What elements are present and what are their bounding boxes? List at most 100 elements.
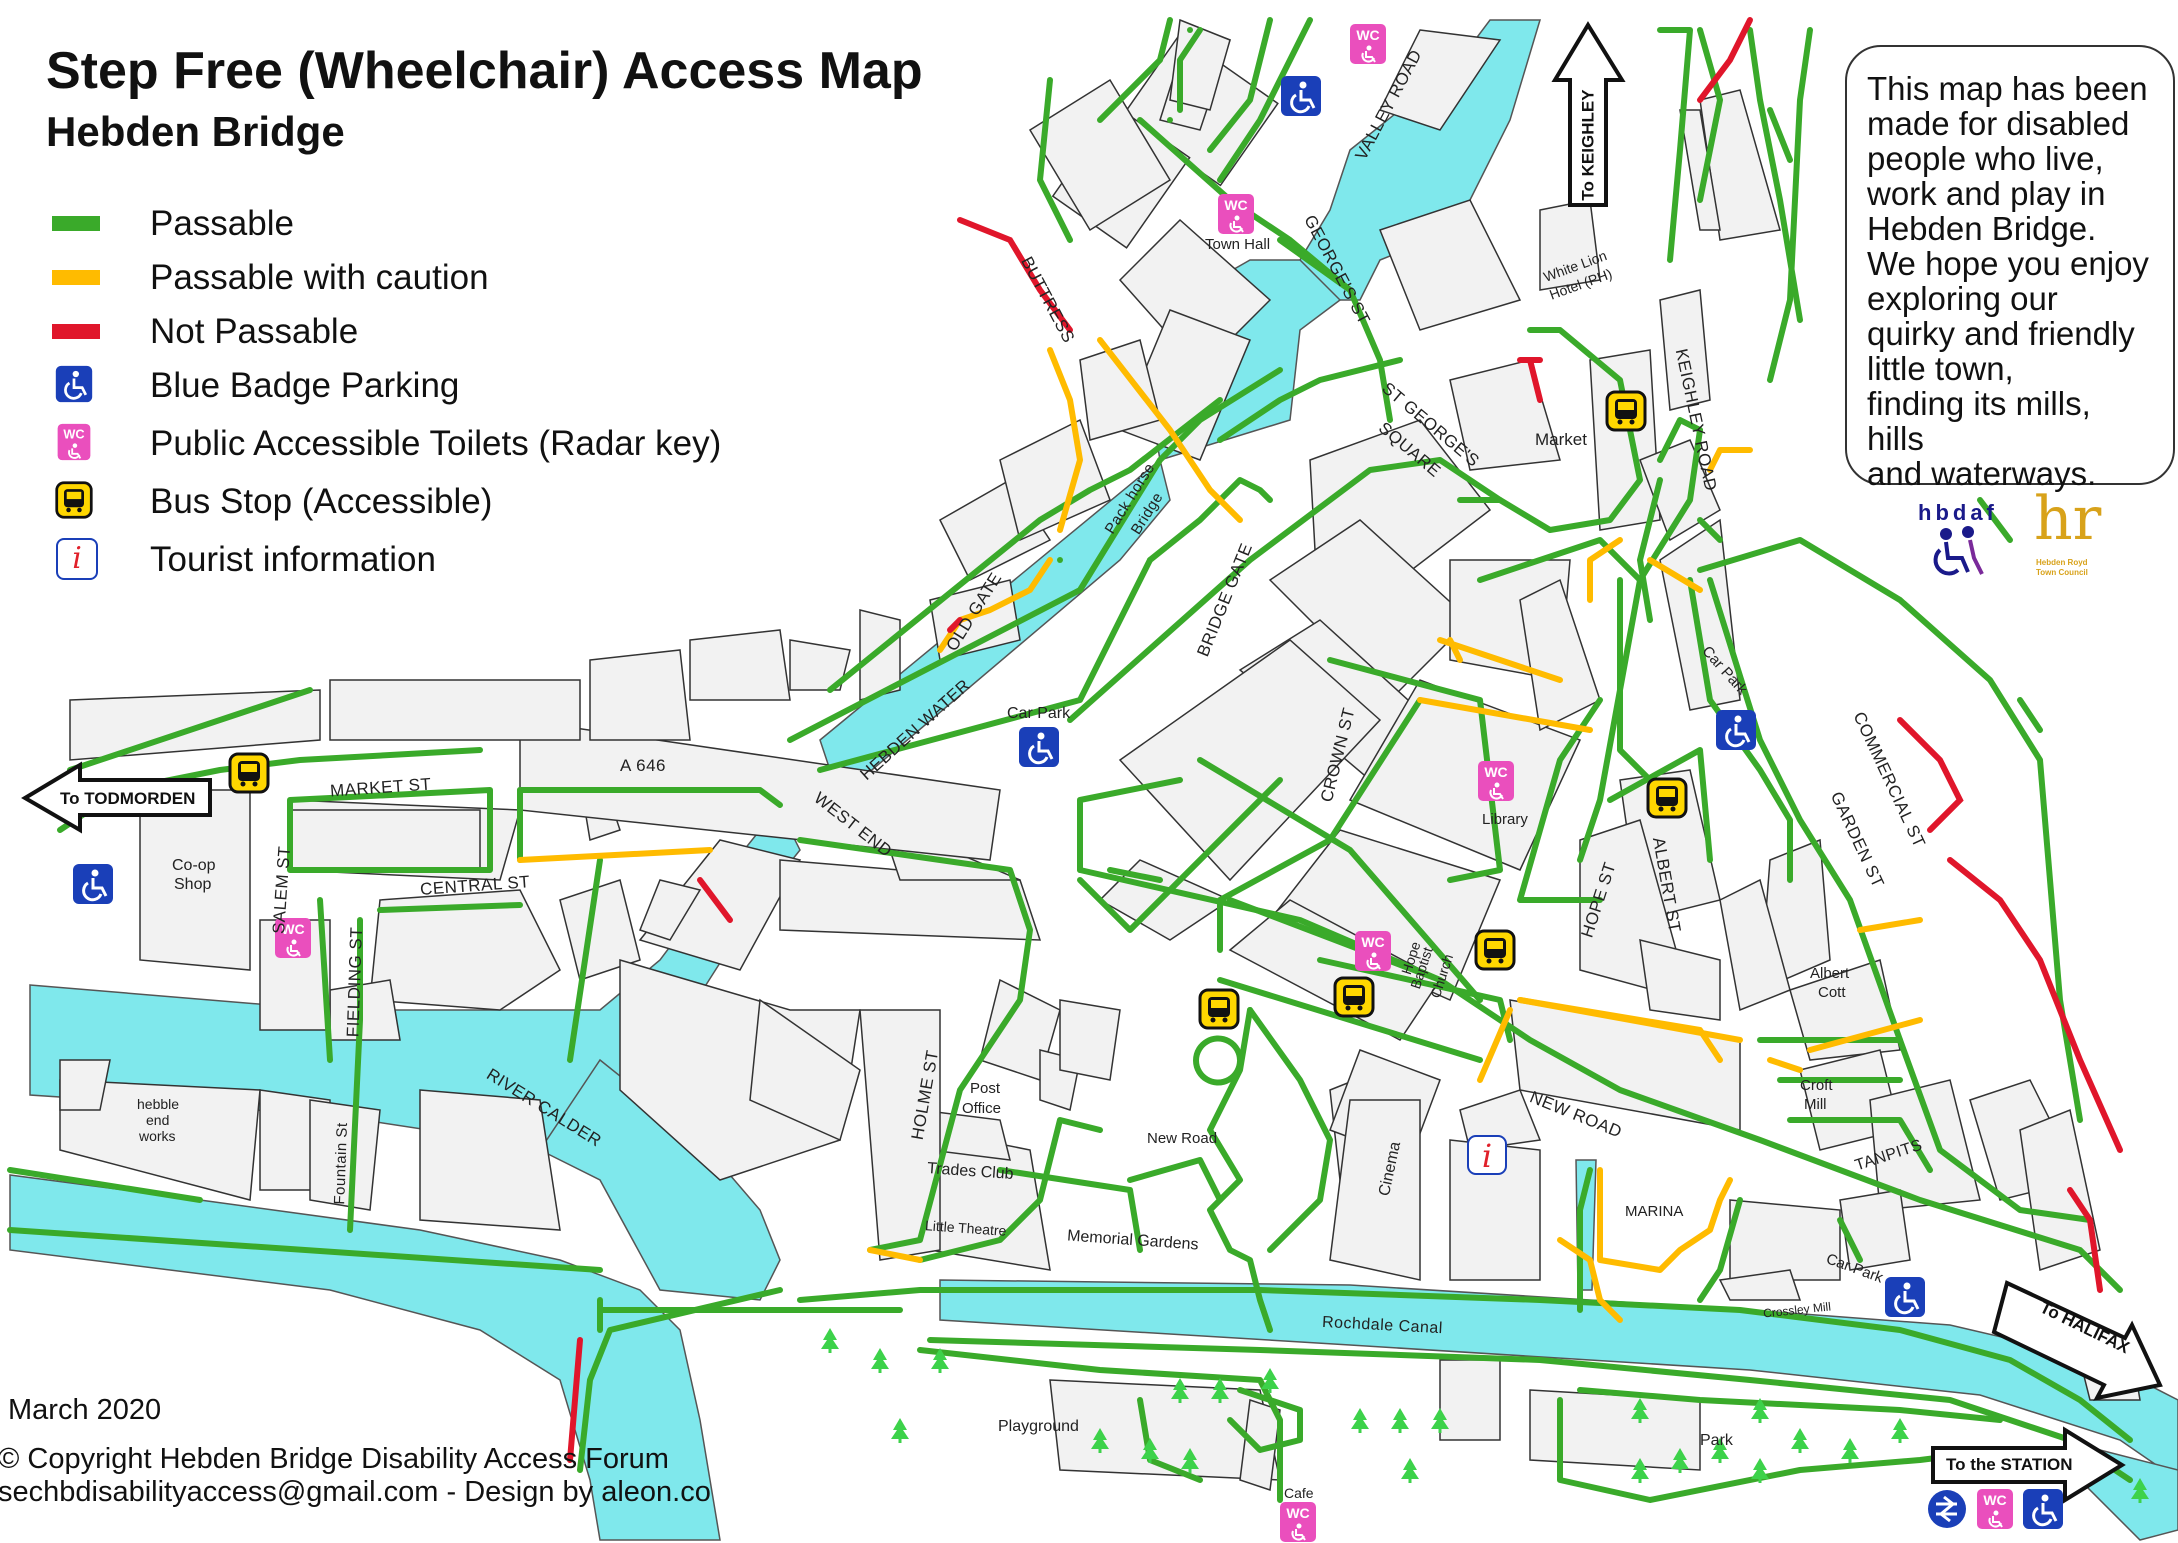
bus-icon: [1646, 777, 1688, 819]
place-label: MARINA: [1625, 1203, 1684, 1220]
place-label: Croft: [1800, 1077, 1833, 1094]
parking-icon: [1883, 1275, 1927, 1319]
wc-icon: [56, 422, 92, 462]
legend: Passable Passable with caution Not Passa…: [50, 200, 810, 594]
hr-logo-text: hr: [2034, 484, 2102, 554]
to-station-label: To the STATION: [1946, 1455, 2073, 1474]
legend-info: i Tourist information: [50, 536, 810, 594]
place-label: Office: [962, 1100, 1001, 1117]
street-label: FIELDING ST: [343, 926, 367, 1038]
legend-parking: Blue Badge Parking: [50, 362, 810, 420]
todmorden-arrow: [21, 761, 212, 834]
keighley-arrow: [1551, 21, 1626, 207]
bus-icon: [1605, 390, 1647, 432]
wc-icon: [1477, 760, 1515, 802]
place-label: Albert: [1810, 965, 1850, 982]
place-label: Mill: [1804, 1096, 1827, 1113]
place-label: Post: [970, 1080, 1001, 1097]
red-line-icon: [52, 324, 100, 339]
legend-label: Tourist information: [150, 540, 436, 579]
place-label: Playground: [998, 1418, 1079, 1435]
place-label: Shop: [174, 876, 212, 893]
svg-text:i: i: [1482, 1137, 1492, 1175]
hbdaf-figure-icon: [1933, 526, 1984, 576]
to-keighley-label: To KEIGHLEY: [1578, 89, 1598, 201]
direction-arrows: [21, 21, 2163, 1504]
hbdaf-logo: hbdaf: [1918, 500, 2008, 580]
station-arrow: [1931, 1426, 2126, 1504]
info-line: finding its mills, hills: [1867, 385, 2091, 457]
not-passable-routes: [567, 17, 2123, 1463]
hbdaf-logo-text: hbdaf: [1918, 500, 1998, 525]
info-line: quirky and friendly: [1867, 315, 2135, 352]
wc-icon: [1217, 193, 1255, 235]
wheelchair-icon: [54, 364, 94, 404]
info-line: made for disabled: [1867, 105, 2130, 142]
info-line: little town,: [1867, 350, 2014, 387]
footer-date: March 2020: [8, 1394, 162, 1426]
place-label: Car Park: [1007, 705, 1071, 722]
parking-icon: [2021, 1487, 2065, 1531]
caution-routes: [517, 337, 1923, 1323]
parking-icon: [71, 862, 115, 906]
tourist-info-icon: i: [1467, 1135, 1507, 1175]
hr-logo: hr Hebden Royd Town Council: [2030, 484, 2130, 590]
legend-label: Public Accessible Toilets (Radar key): [150, 424, 722, 463]
place-label: Cafe: [1284, 1485, 1314, 1501]
place-label: works: [139, 1128, 176, 1144]
place-label: Park: [1700, 1432, 1733, 1449]
legend-caution: Passable with caution: [50, 254, 810, 308]
legend-label: Blue Badge Parking: [150, 366, 460, 405]
wc-icon: [1976, 1488, 2014, 1530]
wc-icon: [1279, 1501, 1317, 1543]
bus-icon: [228, 752, 270, 794]
green-line-icon: [52, 216, 100, 231]
place-label: Library: [1482, 811, 1528, 828]
info-line: We hope you enjoy: [1867, 245, 2149, 282]
bus-icon: [1474, 929, 1516, 971]
place-label: Town Hall: [1205, 236, 1271, 253]
legend-not-passable: Not Passable: [50, 308, 810, 362]
legend-label: Bus Stop (Accessible): [150, 482, 493, 521]
bus-icon: [55, 481, 93, 519]
legend-toilets: Public Accessible Toilets (Radar key): [50, 420, 810, 478]
place-label: Market: [1535, 430, 1587, 449]
to-todmorden-label: To TODMORDEN: [60, 789, 196, 808]
hr-caption: Town Council: [2036, 568, 2088, 577]
info-icon: i: [56, 538, 98, 580]
street-label: Fountain St: [331, 1122, 352, 1205]
info-line: people who live,: [1867, 140, 2104, 177]
parking-icon: [1714, 708, 1758, 752]
place-label: Cott: [1818, 984, 1846, 1001]
place-label: New Road: [1147, 1130, 1218, 1147]
legend-label: Passable with caution: [150, 258, 489, 297]
wc-icon: [1349, 23, 1387, 65]
info-line: Hebden Bridge.: [1867, 210, 2097, 247]
info-line: work and play in: [1867, 175, 2106, 212]
bus-icon: [1198, 988, 1240, 1030]
footer-contact: sechbdisabilityaccess@gmail.com - Design…: [0, 1476, 711, 1508]
legend-label: Not Passable: [150, 312, 359, 351]
legend-label: Passable: [150, 204, 294, 243]
street-label: A 646: [620, 756, 666, 775]
legend-passable: Passable: [50, 200, 810, 254]
info-box: This map has been made for disabled peop…: [1845, 45, 2175, 491]
footer-copyright: © Copyright Hebden Bridge Disability Acc…: [0, 1443, 669, 1475]
legend-bus: Bus Stop (Accessible): [50, 478, 810, 536]
place-label: Co-op: [172, 857, 216, 874]
bus-icon: [1333, 976, 1375, 1018]
parking-icon: [1017, 725, 1061, 769]
info-line: This map has been: [1867, 70, 2148, 107]
map-symbols: i: [71, 23, 2065, 1543]
hr-caption: Hebden Royd: [2036, 558, 2088, 567]
place-label: end: [146, 1112, 170, 1128]
national-rail-icon: [1928, 1490, 1966, 1528]
info-line: and waterways.: [1867, 455, 2097, 492]
parking-icon: [1279, 74, 1323, 118]
amber-line-icon: [52, 270, 100, 285]
info-line: exploring our: [1867, 280, 2058, 317]
map-title: Step Free (Wheelchair) Access Map: [46, 42, 923, 100]
place-label: hebble: [137, 1096, 180, 1112]
wc-icon: [1354, 930, 1392, 972]
